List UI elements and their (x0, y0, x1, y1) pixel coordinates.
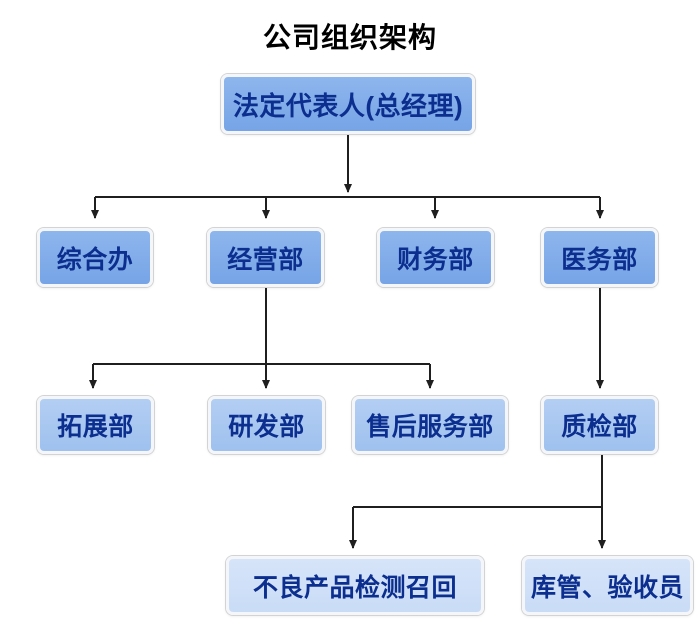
org-node-yiwu: 医务部 (541, 228, 658, 287)
org-node-kuguan: 库管、验收员 (522, 556, 693, 615)
chart-title: 公司组织架构 (262, 22, 437, 53)
org-node-tuozhan: 拓展部 (37, 396, 154, 454)
org-node-yanfa: 研发部 (208, 396, 325, 454)
org-node-buliang: 不良产品检测召回 (226, 556, 484, 615)
org-node-shouhou: 售后服务部 (352, 396, 508, 454)
org-node-zhijian: 质检部 (541, 396, 658, 454)
org-node-jingying: 经营部 (207, 228, 324, 287)
org-node-root: 法定代表人(总经理) (221, 74, 475, 134)
org-node-zonghe: 综合办 (37, 228, 153, 287)
org-node-caiwu: 财务部 (377, 228, 494, 287)
